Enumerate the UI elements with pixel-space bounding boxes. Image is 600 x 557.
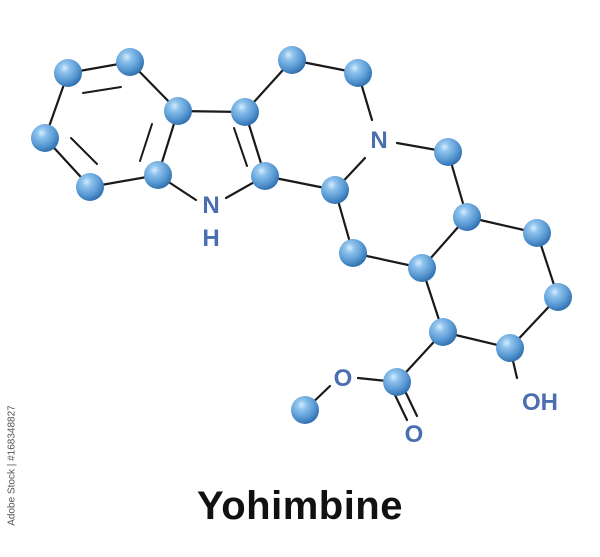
atom-label-o_ester: O [334, 365, 353, 392]
carbon-atom-a21 [291, 396, 319, 424]
carbon-atoms [31, 46, 572, 424]
carbon-atom-a13 [453, 203, 481, 231]
double-bond [70, 137, 98, 165]
carbon-atom-a10 [344, 59, 372, 87]
carbon-atom-a4 [144, 161, 172, 189]
molecule-name-title: Yohimbine [197, 484, 403, 528]
carbon-atom-a9 [278, 46, 306, 74]
double-bond [233, 127, 248, 167]
bond [403, 389, 419, 418]
carbon-atom-a8 [251, 162, 279, 190]
carbon-atom-a19 [429, 318, 457, 346]
carbon-atom-a5 [76, 173, 104, 201]
atom-label-nh_n: N [202, 192, 219, 219]
carbon-atom-a16 [523, 219, 551, 247]
stock-credit-text: Adobe Stock | #168348827 [6, 405, 18, 526]
carbon-atom-a15 [408, 254, 436, 282]
carbon-atom-a12 [434, 138, 462, 166]
carbon-atom-a7 [231, 98, 259, 126]
atom-label-n2: N [370, 127, 387, 154]
carbon-atom-a1 [54, 59, 82, 87]
bond-lines [43, 58, 560, 422]
carbon-atom-a11 [321, 176, 349, 204]
double-bond-lines [70, 86, 248, 167]
carbon-atom-a3 [164, 97, 192, 125]
carbon-atom-a20 [383, 368, 411, 396]
carbon-atom-a6 [31, 124, 59, 152]
double-bond [139, 123, 153, 162]
carbon-atom-a2 [116, 48, 144, 76]
double-bond [82, 86, 122, 94]
atom-label-oh: OH [522, 389, 558, 416]
atom-label-o_carbonyl: O [405, 421, 424, 448]
carbon-atom-a17 [544, 283, 572, 311]
carbon-atom-a14 [339, 239, 367, 267]
atom-label-nh_h: H [202, 225, 219, 252]
bond [393, 393, 409, 422]
carbon-atom-a18 [496, 334, 524, 362]
